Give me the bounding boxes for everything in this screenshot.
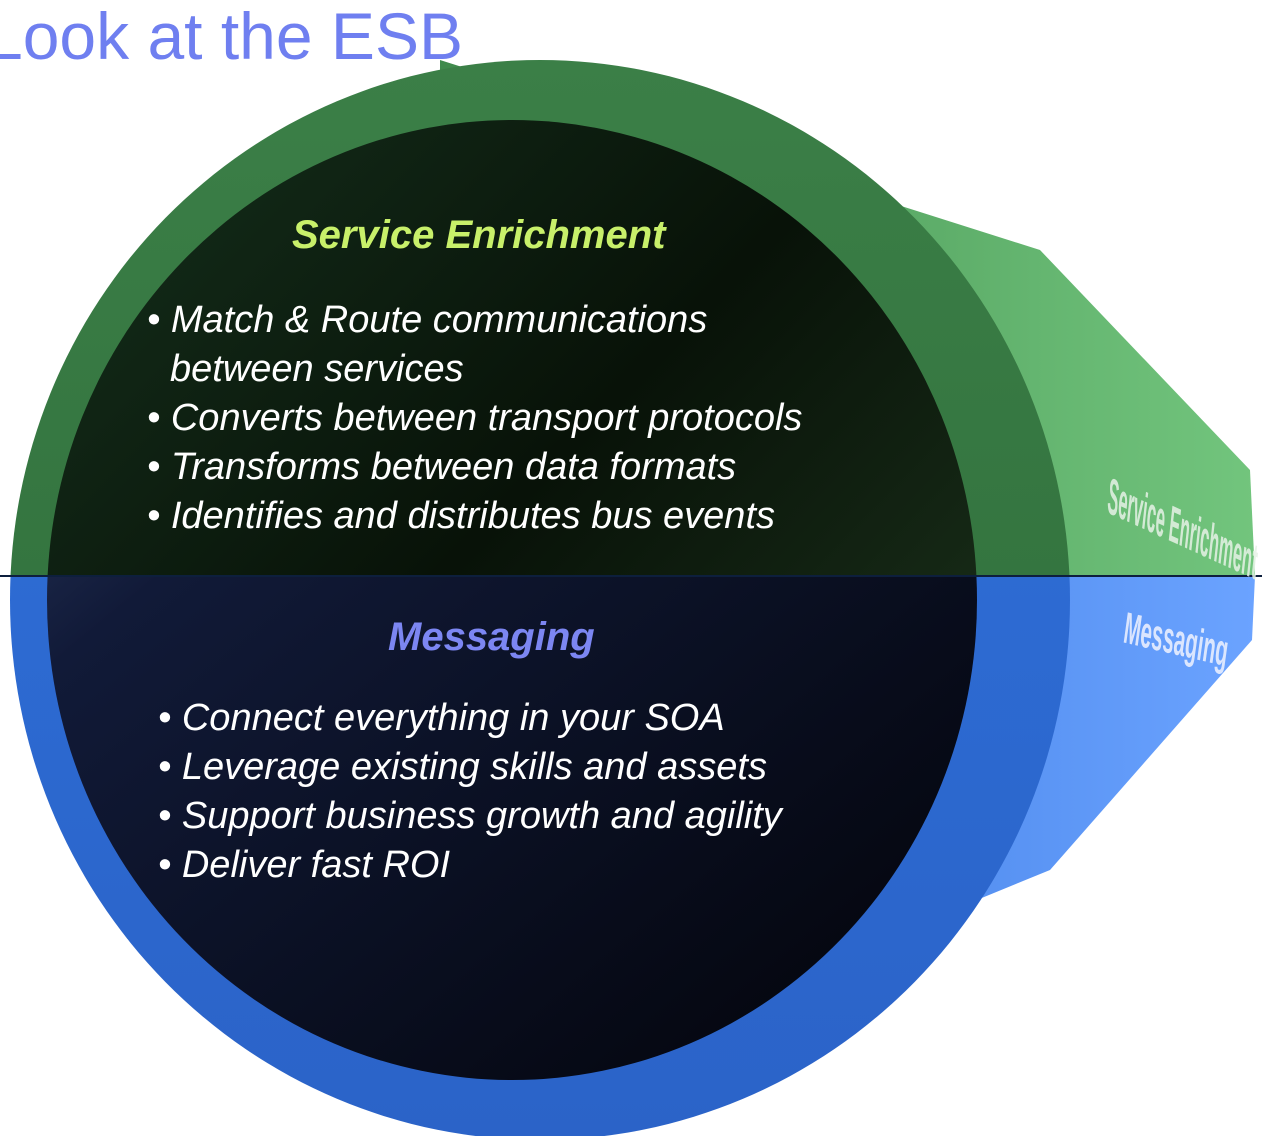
core-enrichment (47, 120, 977, 576)
enrichment-bullet: • Match & Route communications (147, 299, 708, 341)
page-title: Look at the ESB (0, 0, 463, 73)
messaging-bullet: • Leverage existing skills and assets (158, 746, 767, 788)
enrichment-heading: Service Enrichment (292, 213, 666, 257)
messaging-bullet: • Connect everything in your SOA (158, 697, 725, 739)
enrichment-bullet: between services (170, 348, 464, 390)
core-messaging (47, 576, 977, 1080)
messaging-heading: Messaging (388, 615, 595, 659)
messaging-bullet: • Deliver fast ROI (158, 844, 451, 886)
enrichment-bullet: • Transforms between data formats (147, 446, 737, 488)
enrichment-bullet: • Identifies and distributes bus events (147, 495, 776, 537)
messaging-bullet: • Support business growth and agility (158, 795, 782, 837)
enrichment-bullet: • Converts between transport protocols (147, 397, 803, 439)
